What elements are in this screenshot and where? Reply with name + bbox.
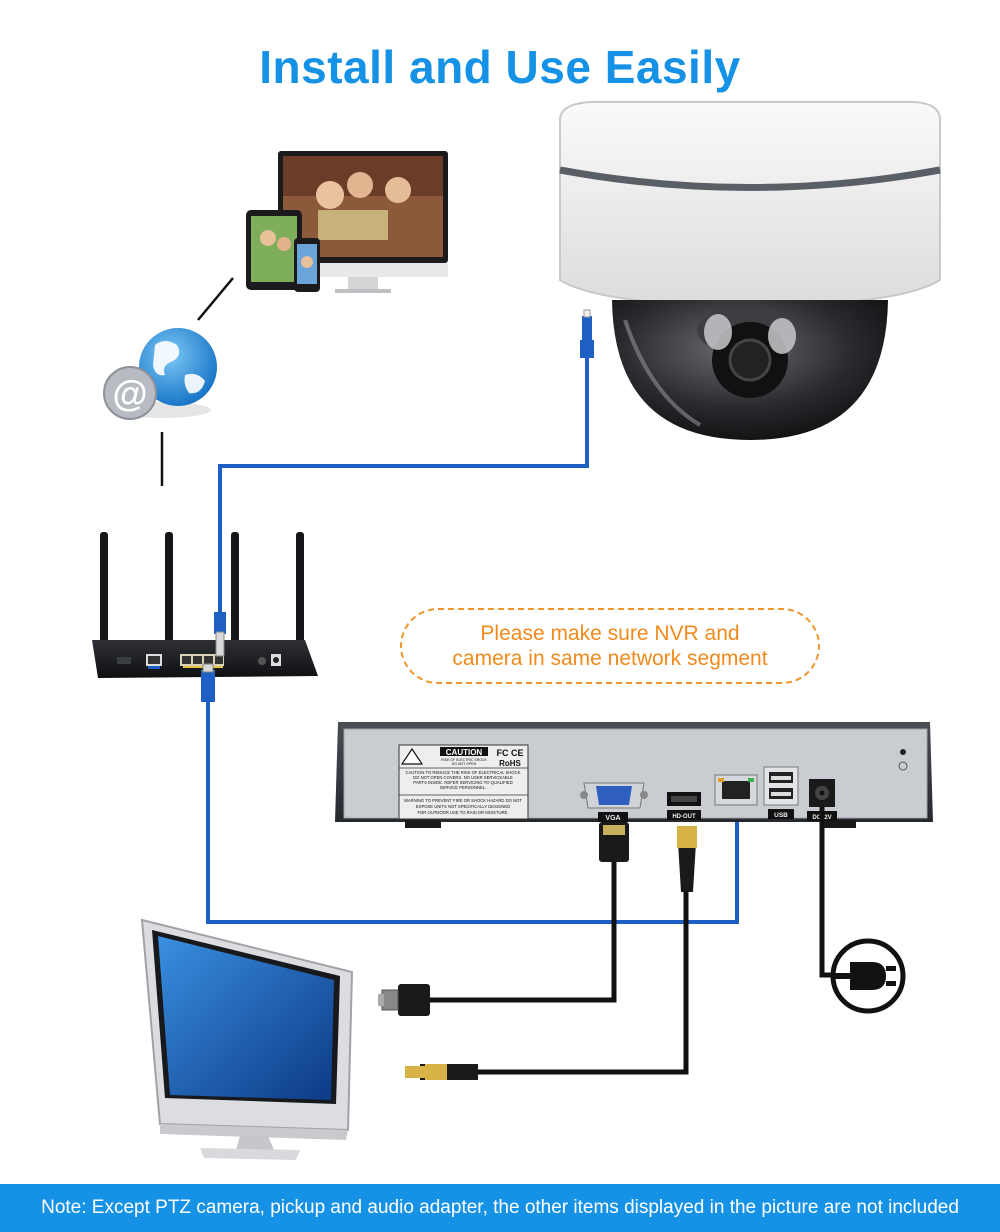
wifi-router <box>92 532 318 678</box>
note-line-1: Please make sure NVR and <box>480 622 740 645</box>
caution-line-1: CAUTION TO REDUCE THE RISK OF ELECTRICAL… <box>406 770 521 775</box>
network-segment-note: Please make sure NVR and camera in same … <box>400 608 820 684</box>
caution-line-2: DO NOT OPEN COVERS. NO USER SERVICEABLE <box>413 775 513 780</box>
page-title: Install and Use Easily <box>259 41 741 93</box>
warning-line-3: FOR OUTDOOR USE TO RAIN OR MOISTURE. <box>417 810 508 815</box>
display-monitor <box>140 918 354 1160</box>
warning-line-2: EXPOSE UNITS NOT SPECIFICALLY DESIGNED <box>416 804 510 809</box>
footer-note: Note: Except PTZ camera, pickup and audi… <box>0 1184 1000 1232</box>
reset-button <box>900 749 906 755</box>
warning-line-1: WARNING TO PREVENT FIRE OR SHOCK HAZARD … <box>404 798 522 803</box>
video-cables <box>378 807 834 1080</box>
client-devices <box>246 151 448 293</box>
nvr-recorder: CAUTION RISK OF ELECTRIC SHOCK DO NOT OP… <box>335 722 933 828</box>
usb-ports: USB <box>763 766 799 819</box>
caution-line-4: SERVICE PERSONNEL. <box>440 785 486 790</box>
usb-port-label: USB <box>774 812 788 819</box>
fc-ce-mark: FC CE <box>497 748 524 758</box>
power-plug-icon <box>830 938 906 1014</box>
caution-sub2: DO NOT OPEN <box>452 762 477 766</box>
hdmi-port-label: HD-OUT <box>672 814 696 820</box>
caution-title: CAUTION <box>446 748 483 757</box>
internet-globe-icon: @ <box>103 328 217 420</box>
vga-port-label: VGA <box>605 815 620 822</box>
hdmi-port: HD-OUT <box>667 792 701 820</box>
rohs-mark: RoHS <box>499 759 521 768</box>
lan-port <box>714 774 758 806</box>
note-line-2: camera in same network segment <box>452 647 768 670</box>
ground-icon <box>898 761 908 771</box>
globe-at-symbol: @ <box>112 373 147 414</box>
caution-line-3: PARTS INSIDE. REFER SERVICING TO QUALIFI… <box>413 780 512 785</box>
caution-sub1: RISK OF ELECTRIC SHOCK <box>441 758 487 762</box>
vga-port: VGA <box>580 782 648 822</box>
caution-label: CAUTION RISK OF ELECTRIC SHOCK DO NOT OP… <box>398 744 529 820</box>
ptz-dome-camera <box>559 101 941 440</box>
